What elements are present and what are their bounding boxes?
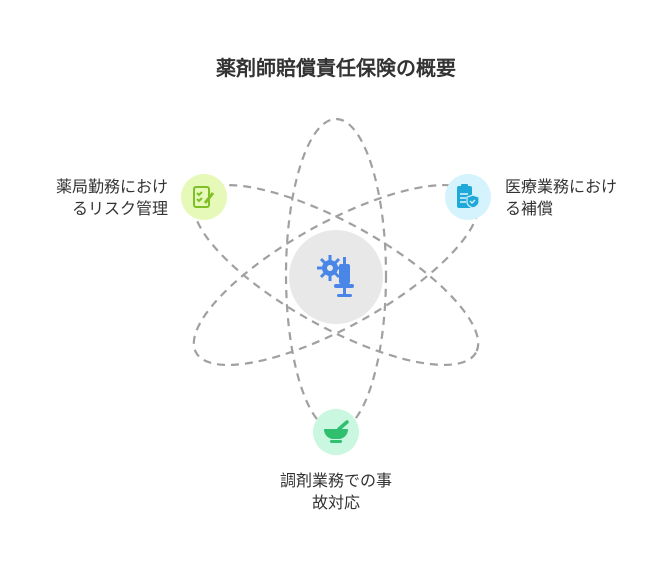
bottom-node [313,409,359,455]
right-node-label: 医療業務におけ る補償 [505,176,665,220]
virus-syringe-icon [317,255,354,297]
left-label-line1: 薬局勤務におけ [55,177,168,196]
left-node [181,174,227,220]
bottom-label-line1: 調剤業務での事 [279,471,392,490]
clipboard-check-icon [193,186,215,208]
center-node [289,230,383,324]
right-node [445,174,491,220]
right-label-line1: 医療業務におけ [505,177,618,196]
left-node-label: 薬局勤務におけ るリスク管理 [22,176,168,220]
left-label-line2: るリスク管理 [71,199,168,218]
clipboard-shield-icon [457,184,480,209]
right-label-line2: る補償 [505,199,554,218]
page-title: 薬剤師賠償責任保険の概要 [216,56,456,80]
mortar-pestle-icon [324,420,349,443]
bottom-label-line2: 故対応 [311,493,360,512]
bottom-node-label: 調剤業務での事 故対応 [236,470,436,514]
